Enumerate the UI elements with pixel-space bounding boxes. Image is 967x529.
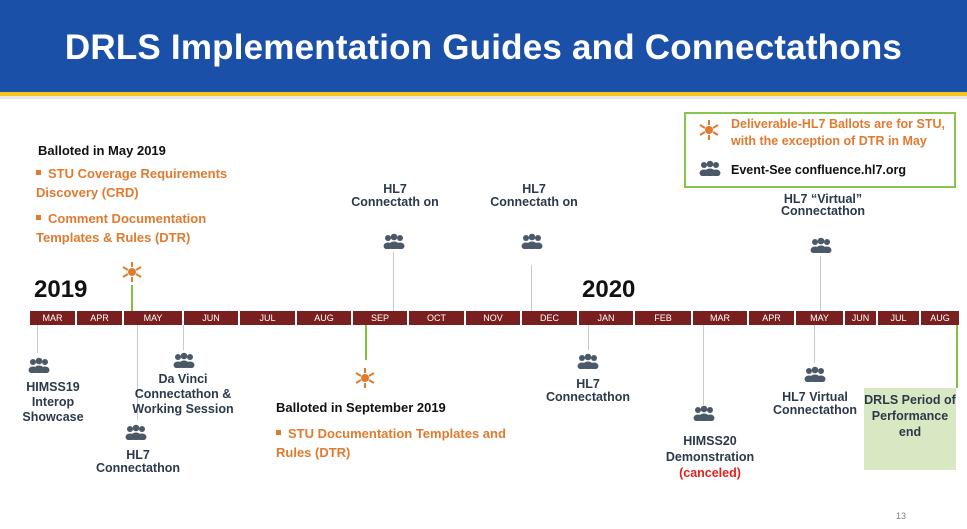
- event-label-hl7-virtual: HL7 Virtual Connectathon: [772, 390, 858, 417]
- balloted-may-heading: Balloted in May 2019: [38, 143, 166, 158]
- deliverable-connector-line: [131, 285, 133, 311]
- legend-deliverable-text: Deliverable-HL7 Ballots are for STU, wit…: [731, 117, 945, 148]
- event-label-hl7-dec: HL7 Connectath on: [490, 182, 578, 209]
- people-icon: [810, 237, 832, 253]
- drls-end-label: DRLS Period of Performance end: [864, 393, 956, 439]
- star-burst-icon: [699, 120, 719, 140]
- event-label-himss19: HIMSS19 Interop Showcase: [22, 380, 84, 424]
- event-connector-line: [703, 325, 704, 405]
- timeline-month: AUG: [297, 311, 353, 325]
- timeline-month: JUN: [845, 311, 878, 325]
- people-icon: [125, 424, 147, 440]
- canceled-note: (canceled): [679, 466, 741, 480]
- event-label-hl7-virtual-may2020: HL7 “Virtual” Connectathon: [780, 192, 866, 218]
- event-connector-line: [531, 265, 532, 311]
- bullet-square-icon: [36, 170, 41, 176]
- people-icon: [383, 233, 405, 249]
- title-accent-rule: [0, 92, 967, 96]
- balloted-may-item-2-text: Comment Documentation Templates & Rules …: [36, 211, 207, 245]
- legend-box: [684, 112, 956, 188]
- timeline-month: APR: [749, 311, 796, 325]
- event-label-hl7-sep: HL7 Connectath on: [351, 182, 439, 209]
- people-icon: [521, 233, 543, 249]
- people-icon: [173, 352, 195, 368]
- timeline-month: AUG: [921, 311, 959, 325]
- people-icon: [693, 405, 715, 421]
- balloted-sep-item-1: STU Documentation Templates and Rules (D…: [276, 424, 536, 462]
- timeline-month: JUL: [240, 311, 297, 325]
- year-label-2020: 2020: [582, 276, 636, 303]
- timeline-month: JUL: [878, 311, 921, 325]
- drls-end-box: [864, 388, 956, 470]
- event-connector-line: [137, 325, 138, 420]
- timeline-month: JAN: [579, 311, 635, 325]
- people-icon: [577, 353, 599, 369]
- timeline-month: MAR: [30, 311, 77, 325]
- timeline-month: SEP: [353, 311, 409, 325]
- event-label-hl7-jan2020: HL7 Connectathon: [545, 377, 631, 404]
- star-burst-icon: [355, 368, 375, 388]
- event-label-hl7-may2019: HL7 Connectathon: [95, 448, 181, 475]
- timeline-month: MAR: [693, 311, 749, 325]
- event-connector-line: [393, 252, 394, 311]
- page-number: 13: [896, 511, 907, 521]
- balloted-may-item-1: STU Coverage Requirements Discovery (CRD…: [36, 164, 246, 202]
- timeline-month: OCT: [409, 311, 466, 325]
- people-icon: [28, 357, 50, 373]
- balloted-may-item-1-text: STU Coverage Requirements Discovery (CRD…: [36, 166, 228, 200]
- timeline-month: APR: [77, 311, 124, 325]
- star-burst-icon: [122, 262, 142, 282]
- event-connector-line: [814, 325, 815, 363]
- bullet-square-icon: [36, 215, 41, 221]
- page-title: DRLS Implementation Guides and Connectat…: [64, 28, 903, 67]
- event-label-davinci: Da Vinci Connectathon & Working Session: [132, 372, 234, 416]
- event-connector-line: [820, 256, 821, 311]
- timeline-month: NOV: [466, 311, 522, 325]
- event-connector-line: [588, 325, 589, 350]
- balloted-sep-item-1-text: STU Documentation Templates and Rules (D…: [276, 426, 506, 460]
- bullet-square-icon: [276, 430, 281, 436]
- timeline-month: MAY: [796, 311, 845, 325]
- event-connector-line: [37, 325, 38, 353]
- event-label-himss20: HIMSS20 Demonstration (canceled): [660, 433, 760, 481]
- timeline-month: FEB: [635, 311, 693, 325]
- timeline-month: MAY: [124, 311, 184, 325]
- title-shadow-rule: [0, 96, 967, 99]
- timeline-month: DEC: [522, 311, 579, 325]
- end-connector-line: [956, 325, 958, 388]
- people-icon: [699, 160, 721, 176]
- event-label-himss20-text: HIMSS20 Demonstration: [665, 434, 755, 464]
- timeline-month: JUN: [184, 311, 240, 325]
- balloted-sep-heading: Balloted in September 2019: [276, 400, 446, 415]
- event-connector-line: [183, 325, 184, 350]
- year-label-2019: 2019: [34, 276, 88, 303]
- title-bar: [0, 0, 967, 92]
- legend-event-text: Event-See confluence.hl7.org: [731, 163, 907, 177]
- deliverable-connector-line: [365, 325, 367, 360]
- balloted-may-item-2: Comment Documentation Templates & Rules …: [36, 209, 246, 247]
- people-icon: [804, 366, 826, 382]
